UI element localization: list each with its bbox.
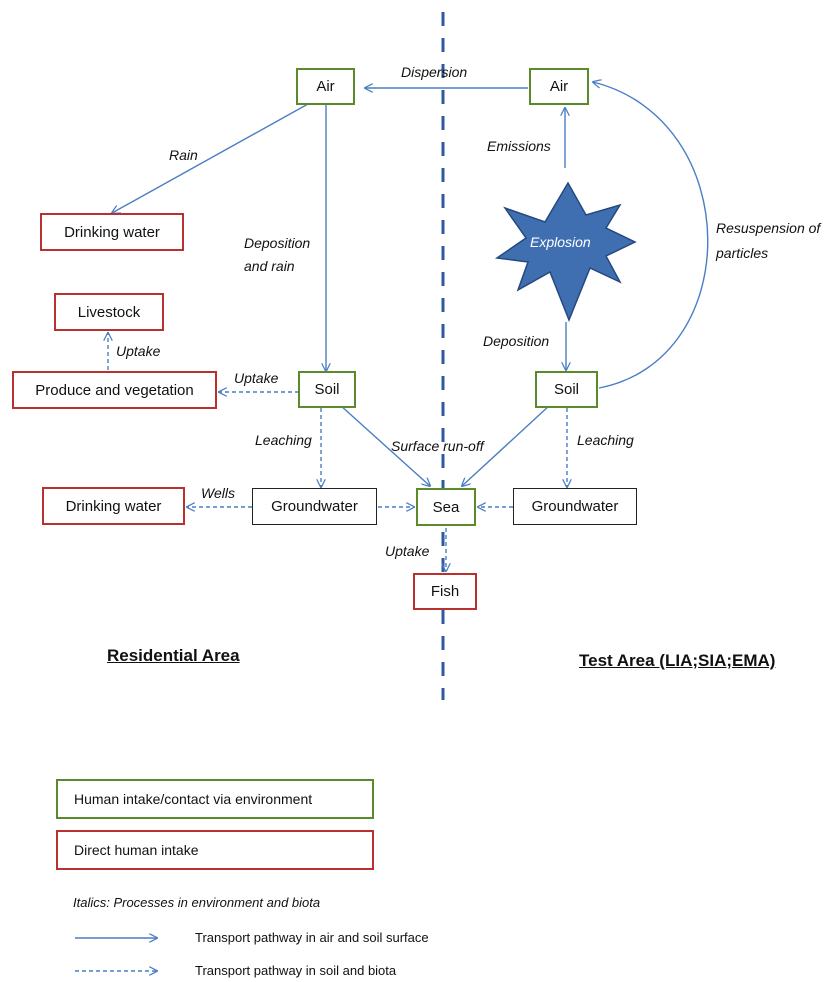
fish-node: Fish xyxy=(413,573,477,610)
sea-node: Sea xyxy=(416,488,476,526)
drinking-water-wells-node: Drinking water xyxy=(42,487,185,525)
label-uptake-produce: Uptake xyxy=(234,370,279,386)
produce-node: Produce and vegetation xyxy=(12,371,217,409)
groundwater-test-node: Groundwater xyxy=(513,488,637,525)
drinking-water-rain-node: Drinking water xyxy=(40,213,184,251)
livestock-node: Livestock xyxy=(54,293,164,331)
arrow-resuspension xyxy=(593,82,709,389)
residential-area-title: Residential Area xyxy=(107,646,240,665)
legend-red-box: Direct human intake xyxy=(56,830,374,870)
label-resuspension-2: particles xyxy=(716,245,769,261)
arrow-runoff-test xyxy=(462,404,551,486)
label-uptake-fish: Uptake xyxy=(385,543,430,559)
label-leaching-residential: Leaching xyxy=(255,432,312,448)
soil-residential-node: Soil xyxy=(298,371,356,408)
label-wells: Wells xyxy=(201,485,235,501)
label-emissions: Emissions xyxy=(487,138,551,154)
label-deposition-and-rain-1: Deposition xyxy=(244,235,311,251)
label-uptake-livestock: Uptake xyxy=(116,343,161,359)
legend-italics-note: Italics: Processes in environment and bi… xyxy=(73,895,321,910)
legend-dashed-arrow-label: Transport pathway in soil and biota xyxy=(195,963,397,978)
soil-test-node: Soil xyxy=(535,371,598,408)
label-deposition: Deposition xyxy=(483,333,550,349)
test-area-title: Test Area (LIA;SIA;EMA) xyxy=(579,651,776,670)
label-dispersion: Dispersion xyxy=(401,64,468,80)
legend-green-box: Human intake/contact via environment xyxy=(56,779,374,819)
label-resuspension-1: Resuspension of xyxy=(716,220,821,236)
label-deposition-and-rain-2: and rain xyxy=(244,258,295,274)
air-test-node: Air xyxy=(529,68,589,105)
arrow-runoff-residential xyxy=(339,404,430,486)
legend-solid-arrow-label: Transport pathway in air and soil surfac… xyxy=(195,930,429,945)
arrow-rain xyxy=(112,103,309,213)
air-residential-node: Air xyxy=(296,68,355,105)
groundwater-residential-node: Groundwater xyxy=(252,488,377,525)
label-leaching-test: Leaching xyxy=(577,432,634,448)
explosion-icon xyxy=(494,181,637,323)
explosion-label: Explosion xyxy=(530,234,591,250)
label-rain: Rain xyxy=(169,147,198,163)
label-surface-runoff: Surface run-off xyxy=(391,438,484,454)
